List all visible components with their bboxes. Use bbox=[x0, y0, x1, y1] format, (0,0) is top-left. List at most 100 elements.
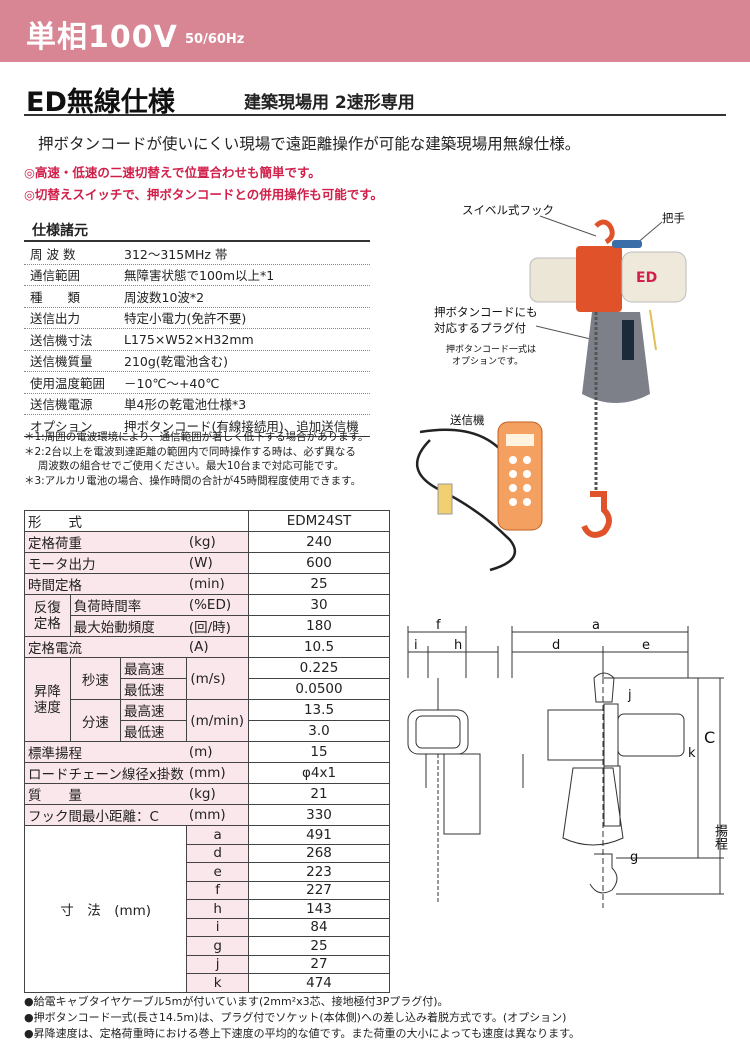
table-row: 反復定格 負荷時間率 (%ED) 30 bbox=[24, 594, 390, 637]
dim-key: k bbox=[186, 973, 250, 993]
row-label: 定格電流 bbox=[23, 636, 187, 658]
dim-value: 223 bbox=[248, 862, 390, 882]
label-plug-2: 対応するプラグ付 bbox=[434, 321, 526, 335]
row-unit: (W) bbox=[186, 552, 250, 574]
spec-value: 無障害状態で100m以上*1 bbox=[124, 268, 275, 284]
row-value: 21 bbox=[248, 783, 390, 805]
row-label: 標準揚程 bbox=[23, 741, 187, 763]
brand-logo: ED bbox=[636, 270, 657, 286]
label-handle: 把手 bbox=[662, 211, 685, 225]
row-value: 13.5 bbox=[248, 699, 390, 721]
row-label: フック間最小距離：C bbox=[23, 804, 187, 826]
label-swivel-hook: スイベル式フック bbox=[462, 203, 554, 217]
spec-key: 送信機寸法 bbox=[30, 332, 93, 348]
label-cord-note-2: オプションです。 bbox=[452, 357, 524, 367]
spec-key: 種 類 bbox=[30, 289, 81, 305]
dim-value: 84 bbox=[248, 917, 390, 937]
dim-key: e bbox=[186, 862, 250, 882]
row-label: 最大始動頻度 bbox=[69, 615, 187, 637]
row-value: 25 bbox=[248, 573, 390, 595]
feature-2: ◎切替えスイッチで、押ボタンコードとの併用操作も可能です。 bbox=[24, 187, 384, 202]
table-row: 形 式 EDM24ST bbox=[23, 510, 390, 532]
footnote: ●押ボタンコード一式(長さ14.5m)は、プラグ付でソケット(本体側)への差し込… bbox=[24, 1011, 567, 1024]
row-unit: (m/s) bbox=[186, 657, 250, 700]
page-title: ED無線仕様 bbox=[26, 87, 175, 118]
row-label: 定格荷重 bbox=[23, 531, 187, 553]
row-value: 330 bbox=[248, 804, 390, 826]
spec-key: 送信機質量 bbox=[30, 354, 93, 370]
row-value: 15 bbox=[248, 741, 390, 763]
row-label: 時間定格 bbox=[23, 573, 187, 595]
dim-label-e: e bbox=[642, 638, 650, 653]
row-label: ロードチェーン線径x掛数 bbox=[23, 762, 187, 784]
label-cord-note-1: 押ボタンコード一式は bbox=[446, 345, 537, 355]
dim-label-g: g bbox=[630, 850, 639, 865]
footnote: ●給電キャブタイヤケーブル5mが付いています(2mm²x3芯、接地極付3Pプラグ… bbox=[24, 995, 449, 1008]
table-row: 質 量 (kg) 21 bbox=[23, 783, 390, 805]
table-row: 分速 最高速 (m/min) 13.5 bbox=[25, 699, 390, 742]
dim-value: 227 bbox=[248, 880, 390, 900]
row-label: 最高速 bbox=[120, 657, 188, 679]
spec-key: 送信機電源 bbox=[30, 397, 93, 413]
spec-value: 周波数10波*2 bbox=[124, 289, 205, 305]
row-group-label: 昇降速度 bbox=[24, 657, 71, 742]
spec-row: 送信機電源 単4形の乾電池仕様*3 bbox=[24, 394, 370, 415]
spec-value: 単4形の乾電池仕様*3 bbox=[124, 397, 247, 413]
dim-value: 474 bbox=[248, 973, 390, 993]
dim-value: 27 bbox=[248, 954, 390, 974]
row-label: 質 量 bbox=[23, 783, 187, 805]
row-value: 30 bbox=[248, 594, 390, 616]
spec-key: 通信範囲 bbox=[30, 268, 81, 284]
row-label: 最高速 bbox=[120, 699, 188, 721]
spec-row: 送信出力特定小電力(免許不要) bbox=[24, 308, 370, 329]
dim-label-j: j bbox=[628, 688, 632, 703]
row-label: 最低速 bbox=[120, 678, 188, 700]
table-row: 時間定格 (min) 25 bbox=[23, 573, 390, 595]
spec-key: 送信出力 bbox=[30, 311, 81, 327]
table-row: 最大始動頻度 (回/時) 180 bbox=[25, 615, 390, 637]
drawing-svg bbox=[407, 626, 724, 908]
label-transmitter: 送信機 bbox=[450, 413, 485, 427]
footnotes: ●給電キャブタイヤケーブル5mが付いています(2mm²x3芯、接地極付3Pプラグ… bbox=[24, 994, 734, 1042]
dim-label-lift: 揚程 bbox=[712, 824, 727, 850]
spec-row: オプション押ボタンコード(有線接続用)、追加送信機 bbox=[24, 415, 370, 437]
spec-row: 使用温度範囲－10℃～+40℃ bbox=[24, 372, 370, 394]
row-unit: (kg) bbox=[186, 531, 250, 553]
dims-label: 寸 法 (mm) bbox=[23, 825, 188, 993]
row-unit: (回/時) bbox=[186, 615, 250, 637]
row-unit: (m) bbox=[186, 741, 250, 763]
spec-value: －10℃～+40℃ bbox=[124, 375, 220, 391]
row-value: 600 bbox=[248, 552, 390, 574]
row-value: 3.0 bbox=[248, 720, 390, 742]
header-frequency: 50/60Hz bbox=[185, 32, 245, 47]
row-unit: (mm) bbox=[186, 762, 250, 784]
dim-key: g bbox=[186, 936, 250, 956]
row-subgroup-label: 分速 bbox=[69, 699, 122, 742]
spec-notes: ＊1:周囲の電波環境により、通信範囲が著しく低下する場合があります。 ＊2:2台… bbox=[24, 430, 374, 488]
row-unit: (mm) bbox=[186, 804, 250, 826]
dim-value: 25 bbox=[248, 936, 390, 956]
dim-label-i: i bbox=[414, 638, 418, 653]
model-value: EDM24ST bbox=[248, 510, 390, 532]
row-unit: (min) bbox=[186, 573, 250, 595]
footnote: ●昇降速度は、定格荷重時における巻上下速度の平均的な値です。また荷重の大小によっ… bbox=[24, 1027, 580, 1040]
table-row: 標準揚程 (m) 15 bbox=[23, 741, 390, 763]
dim-label-d: d bbox=[552, 638, 561, 653]
spec-row: 通信範囲 無障害状態で100m以上*1 bbox=[24, 265, 370, 286]
table-row: 最低速 0.0500 bbox=[25, 678, 390, 700]
row-label: 形 式 bbox=[23, 510, 250, 532]
row-subgroup-label: 秒速 bbox=[69, 657, 122, 700]
row-unit: (kg) bbox=[186, 783, 250, 805]
dim-key: f bbox=[186, 880, 250, 900]
row-unit: (m/min) bbox=[186, 699, 250, 742]
table-row: 昇降速度 秒速 最高速 (m/s) 0.225 bbox=[24, 657, 390, 742]
row-group-label: 反復定格 bbox=[24, 594, 71, 637]
spec-value: 210g(乾電池含む) bbox=[124, 354, 229, 370]
hoist-illustration: ED bbox=[415, 215, 687, 572]
